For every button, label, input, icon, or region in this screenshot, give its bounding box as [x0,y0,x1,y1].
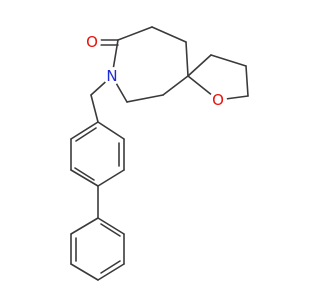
bond-ring-6 [162,75,189,96]
bond-ar2-3 [97,263,125,281]
bond-ar2-inner-1 [100,223,121,237]
bond-ar1-inner-3 [75,127,97,142]
bond-ring-1 [151,26,187,43]
lower-benzene-ring [70,217,125,281]
bond-ring-7 [185,41,189,77]
oxygen-ring-label: O [212,91,224,109]
oxygen-ring-bg [209,91,227,109]
bond-thf-2 [210,54,247,67]
bond-ar1-4 [70,169,99,187]
bond-ar1-1 [97,121,125,140]
bond-ar2-6 [70,217,99,235]
bond-thf-3 [245,65,249,97]
bond-ar1-inner-2 [74,167,95,181]
carbonyl-group [100,39,119,46]
bond-ar2-inner-2 [100,260,121,274]
bond-thf-1 [187,54,212,77]
molecule-diagram: O N O [70,26,249,281]
bond-ar2-4 [70,263,99,281]
bond-ch2-aryl [90,94,99,123]
bond-ar1-6 [70,121,99,140]
bond-ar1-3 [97,169,125,187]
nitrogen-label: N [106,67,117,85]
oxygen-carbonyl-label: O [86,33,98,51]
oxygen-carbonyl-bg [83,33,101,51]
nitrogen-bg [103,67,121,85]
azepane-ring [111,26,189,103]
bond-ring-5 [126,94,164,103]
bond-ring-2 [117,26,153,41]
bond-ar2-1 [97,217,125,235]
oxolane-ring [187,54,249,101]
upper-benzene-ring [70,121,125,187]
